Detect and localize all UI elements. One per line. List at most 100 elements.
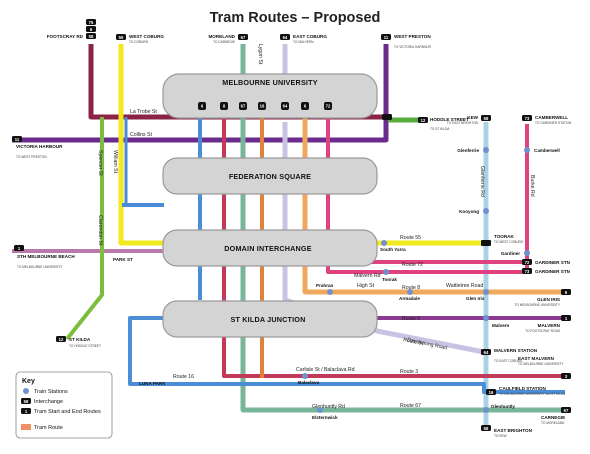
svg-text:TO MELBOURNE UNIVERSITY VIA ST: TO MELBOURNE UNIVERSITY VIA ST KILDA bbox=[499, 392, 566, 396]
svg-text:GLEN IRIS: GLEN IRIS bbox=[537, 297, 560, 302]
station-camberwell: Camberwell bbox=[524, 147, 560, 153]
svg-text:6: 6 bbox=[565, 290, 568, 295]
route-label-64: Route 64 bbox=[403, 337, 425, 347]
svg-text:58: 58 bbox=[24, 399, 29, 404]
svg-text:TO MORELAND: TO MORELAND bbox=[541, 421, 565, 425]
terminus-west-preston: 11 WEST PRESTON TO VICTORIA HARBOUR bbox=[381, 34, 432, 49]
interchange-markers bbox=[382, 114, 491, 246]
route-label-5: Route 5 bbox=[402, 316, 420, 322]
svg-text:67: 67 bbox=[241, 35, 246, 40]
terminus-east-coburg: 64 EAST COBURG TO MALVERN bbox=[280, 34, 327, 44]
terminus-malvern: 1 MALVERN TO FOOTSCRAY ROAD bbox=[525, 315, 571, 333]
svg-text:58: 58 bbox=[89, 34, 94, 39]
svg-text:TO MALVERN: TO MALVERN bbox=[293, 40, 314, 44]
svg-text:EAST COBURG: EAST COBURG bbox=[293, 34, 327, 39]
station-gardiner: Gardiner bbox=[501, 250, 530, 256]
svg-text:TO WEST COBURG: TO WEST COBURG bbox=[494, 240, 524, 244]
svg-text:Balaclava: Balaclava bbox=[298, 380, 320, 385]
terminus-sth-melbourne: 1 STH MELBOURNE BEACH TO MELBOURNE UNIVE… bbox=[14, 245, 75, 269]
svg-text:Interchange: Interchange bbox=[34, 399, 63, 405]
terminus-hoddle-street: 12 HODDLE STREET TO ST KILDA bbox=[418, 117, 469, 131]
street-park: PARK ST bbox=[113, 257, 133, 262]
svg-text:TO KEW: TO KEW bbox=[494, 434, 507, 438]
svg-text:MALVERN STATION: MALVERN STATION bbox=[494, 348, 538, 353]
terminus-camberwell: 73 CAMBERWELL TO GARDINER STATION bbox=[522, 115, 572, 125]
svg-text:Malvern: Malvern bbox=[492, 323, 510, 328]
svg-text:HODDLE STREET: HODDLE STREET bbox=[430, 117, 469, 122]
svg-text:12: 12 bbox=[421, 118, 426, 123]
svg-text:73: 73 bbox=[525, 116, 530, 121]
svg-text:MORELAND: MORELAND bbox=[208, 34, 235, 39]
svg-text:11: 11 bbox=[15, 137, 20, 142]
svg-text:KEW: KEW bbox=[467, 115, 478, 120]
terminus-kew: 58 KEW TO EAST BRIGHTON bbox=[447, 115, 491, 125]
terminus-victoria-harbour: 11 VICTORIA HARBOUR TO WEST PRESTON bbox=[12, 136, 63, 159]
station-toorak: Toorak bbox=[382, 269, 397, 282]
svg-text:67: 67 bbox=[564, 408, 569, 413]
route-3-line bbox=[222, 118, 565, 378]
hub-badge-number: 67 bbox=[241, 104, 246, 109]
street-william: William St bbox=[112, 150, 118, 174]
station-elsternwick: Elsternwick bbox=[312, 407, 338, 420]
station-prahran: Prahran bbox=[316, 283, 334, 295]
svg-text:Train Stations: Train Stations bbox=[34, 389, 68, 395]
svg-text:11: 11 bbox=[384, 35, 389, 40]
key-item-interchange: 58 Interchange bbox=[21, 398, 63, 405]
svg-text:72: 72 bbox=[525, 260, 530, 265]
street-latrobe: La Trobe St bbox=[130, 109, 157, 115]
hub-st-kilda-junction bbox=[162, 300, 378, 338]
svg-text:WEST COBURG: WEST COBURG bbox=[129, 34, 164, 39]
svg-text:STH MELBOURNE BEACH: STH MELBOURNE BEACH bbox=[17, 254, 75, 259]
route-11-line bbox=[12, 44, 389, 143]
terminus-carnegie: 67 CARNEGIE TO MORELAND bbox=[541, 407, 571, 425]
svg-text:TO COBURG: TO COBURG bbox=[129, 40, 149, 44]
svg-text:64: 64 bbox=[283, 35, 288, 40]
street-glenhuntly-rd: Glenhuntly Rd bbox=[312, 404, 345, 410]
svg-text:GARDINER STN: GARDINER STN bbox=[535, 260, 571, 265]
street-high-st: High St bbox=[357, 283, 375, 289]
svg-text:CAULFIELD STATION: CAULFIELD STATION bbox=[499, 386, 546, 391]
svg-text:TO HODDLE STREET: TO HODDLE STREET bbox=[69, 344, 101, 348]
svg-text:EAST MALVERN: EAST MALVERN bbox=[518, 356, 555, 361]
svg-text:TO MELBOURNE UNIVERSITY: TO MELBOURNE UNIVERSITY bbox=[515, 303, 561, 307]
street-glenferrie-rd: Glenferrie Rd bbox=[479, 166, 485, 197]
street-lygon: Lygon St bbox=[257, 44, 263, 65]
hub-badge-number: 72 bbox=[326, 104, 331, 109]
key-title: Key bbox=[22, 378, 35, 385]
svg-text:Kooyong: Kooyong bbox=[459, 209, 479, 214]
terminus-moreland: 67 MORELAND TO CARNEGIE bbox=[208, 34, 248, 44]
street-carlisle: Carlisle St / Balaclava Rd bbox=[296, 367, 355, 373]
station-glenferrie: Glenferrie bbox=[457, 147, 489, 153]
svg-text:73: 73 bbox=[525, 269, 530, 274]
hub-domain-interchange bbox=[162, 229, 378, 267]
station-balaclava: Balaclava bbox=[298, 373, 320, 385]
route-label-16: Route 16 bbox=[173, 374, 194, 380]
hub-badge-number: 16 bbox=[260, 104, 265, 109]
svg-text:MALVERN: MALVERN bbox=[538, 323, 561, 328]
terminus-gardiner-stn-73: 73 GARDINER STN bbox=[522, 268, 571, 274]
street-burke: Burke Rd bbox=[529, 175, 535, 197]
svg-text:TOORAK: TOORAK bbox=[494, 234, 515, 239]
svg-text:Toorak: Toorak bbox=[382, 277, 397, 282]
svg-text:VICTORIA HARBOUR: VICTORIA HARBOUR bbox=[16, 144, 63, 149]
station-kooyong: Kooyong bbox=[459, 208, 489, 214]
route-label-72: Route 72 bbox=[402, 262, 423, 268]
svg-text:12: 12 bbox=[59, 337, 64, 342]
route-label-55: Route 55 bbox=[400, 235, 421, 241]
svg-text:TO MELBOURNE UNIVERSITY: TO MELBOURNE UNIVERSITY bbox=[518, 362, 564, 366]
hub-st-kilda-junction-label: ST KILDA JUNCTION bbox=[230, 315, 305, 324]
street-malvern-rd: Malvern Rd bbox=[354, 273, 381, 279]
svg-text:LUNA PARK: LUNA PARK bbox=[139, 381, 166, 386]
svg-text:WEST PRESTON: WEST PRESTON bbox=[394, 34, 431, 39]
svg-text:TO GARDINER STATION: TO GARDINER STATION bbox=[535, 121, 572, 125]
svg-text:Glenhuntly: Glenhuntly bbox=[491, 404, 515, 409]
hub-federation-square-label: FEDERATION SQUARE bbox=[229, 172, 311, 181]
terminus-east-brighton: 58 EAST BRIGHTON TO KEW bbox=[481, 425, 533, 438]
svg-text:Camberwell: Camberwell bbox=[534, 148, 560, 153]
terminus-footscray: 75 6 58 FOOTSCRAY RD bbox=[47, 19, 96, 39]
svg-text:TO WEST PRESTON: TO WEST PRESTON bbox=[16, 155, 47, 159]
hub-route-badges: 6 8 67 16 64 6 72 bbox=[198, 102, 332, 110]
